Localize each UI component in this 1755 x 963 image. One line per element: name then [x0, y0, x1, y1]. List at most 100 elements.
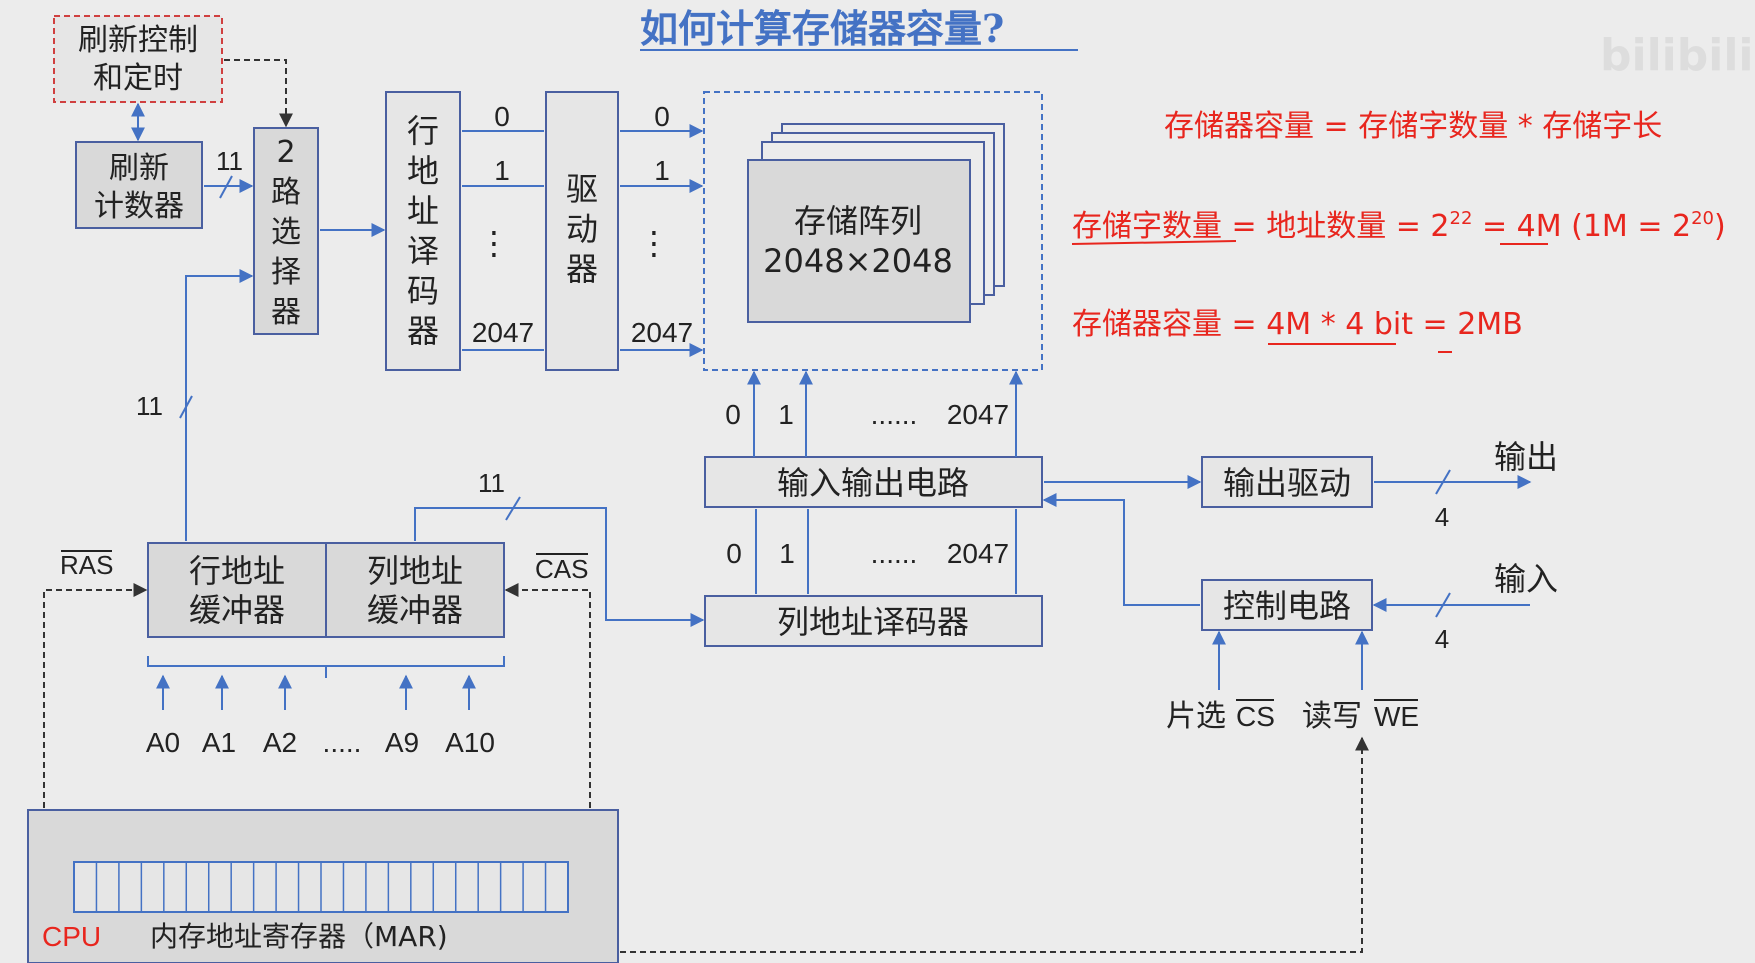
io-top-1: 1	[778, 399, 794, 430]
svg-text:地: 地	[407, 152, 439, 190]
svg-text:动: 动	[566, 210, 598, 248]
row-decoder-box	[385, 91, 461, 371]
row-decoder-label: 行 地 址 译 码 器	[407, 112, 439, 350]
input-width: 4	[1435, 624, 1449, 654]
col-decoder-to-io	[755, 509, 1017, 594]
row-buffer-box	[147, 542, 327, 638]
in-slash	[1435, 592, 1451, 618]
svg-text:路: 路	[271, 175, 301, 210]
pin-a9: A9	[385, 727, 419, 758]
io-bottom-2047: 2047	[947, 538, 1009, 569]
mux-label: 2 路 选 择 器	[271, 135, 301, 330]
control-circuit-label: 控制电路	[1223, 587, 1351, 625]
ras-signal	[43, 583, 148, 808]
col-buffer-to-decoder	[414, 507, 705, 627]
page-title: 如何计算存储器容量?	[640, 6, 1004, 51]
bus-width-row: 11	[136, 391, 163, 421]
io-circuit-box	[704, 456, 1043, 508]
io-circuit-label: 输入输出电路	[777, 464, 969, 502]
control-circuit-box	[1201, 579, 1373, 631]
address-bracket	[147, 656, 505, 678]
input-label: 输入	[1494, 560, 1558, 598]
svg-text:器: 器	[271, 295, 301, 330]
io-top-dots: ......	[871, 399, 918, 430]
io-top-2047: 2047	[947, 399, 1009, 430]
col-decoder-box	[704, 595, 1043, 647]
cas-signal	[504, 583, 591, 808]
io-bottom-1: 1	[779, 538, 795, 569]
refresh-control-line2: 和定时	[93, 61, 183, 96]
col-decoder-label: 列地址译码器	[777, 603, 969, 641]
out-slash	[1435, 469, 1451, 495]
output-driver-label: 输出驱动	[1223, 464, 1351, 502]
cpu-label: CPU	[42, 921, 101, 952]
svg-text:行: 行	[407, 112, 439, 150]
pin-a0: A0	[146, 727, 180, 758]
driver-out-2047: 2047	[631, 317, 693, 348]
col-buffer-box	[325, 542, 505, 638]
address-pin-arrows	[156, 674, 476, 710]
pin-a1: A1	[202, 727, 236, 758]
formula-word-count: 存储字数量 = 地址数量 = 222 = 4M (1M = 220)	[1072, 208, 1726, 244]
output-width: 4	[1435, 502, 1449, 532]
refresh-counter-line1: 刷新	[109, 151, 169, 186]
mar-register-cells	[73, 861, 569, 913]
svg-text:选: 选	[271, 215, 301, 250]
pin-dots: .....	[323, 727, 362, 758]
decoder-out-1: 1	[494, 155, 510, 186]
output-label: 输出	[1494, 438, 1558, 476]
refresh-control-line1: 刷新控制	[78, 23, 198, 58]
io-bottom-dots: ......	[871, 538, 918, 569]
decoder-out-0: 0	[494, 101, 510, 132]
pin-a2: A2	[263, 727, 297, 758]
chip-select-label: 片选	[1166, 699, 1226, 734]
formula-total: 存储器容量 = 4M * 4 bit = 2MB	[1072, 307, 1523, 342]
driver-label: 驱 动 器	[566, 170, 598, 288]
svg-text:驱: 驱	[566, 170, 598, 208]
driver-box	[545, 91, 619, 371]
driver-out-dots: ⋮	[638, 225, 670, 261]
we-label: WE	[1374, 701, 1419, 732]
array-label-line1: 存储阵列	[794, 202, 922, 240]
driver-out-1: 1	[654, 155, 670, 186]
row-buffer-to-mux	[185, 269, 254, 541]
io-to-array-lines	[747, 370, 1023, 457]
we-signal	[620, 736, 1369, 953]
output-driver-box	[1201, 456, 1373, 508]
decoder-out-2047: 2047	[472, 317, 534, 348]
decoder-outputs	[462, 130, 544, 351]
col-buffer-line2: 缓冲器	[367, 591, 463, 629]
array-stack	[747, 123, 1005, 323]
bus-slash-c	[505, 496, 521, 521]
mar-label: 内存地址寄存器（MAR)	[150, 920, 448, 953]
io-bottom-0: 0	[726, 538, 742, 569]
svg-text:择: 择	[271, 255, 301, 290]
cs-label: CS	[1236, 701, 1275, 732]
refresh-counter-box	[75, 141, 203, 229]
svg-text:译: 译	[407, 232, 439, 270]
col-buffer-line1: 列地址	[367, 552, 463, 590]
bus-width-col: 11	[478, 468, 505, 498]
row-buffer-line2: 缓冲器	[189, 591, 285, 629]
refresh-ctrl-to-mux	[224, 59, 293, 128]
formula-capacity: 存储器容量 = 存储字数量 * 存储字长	[1164, 109, 1662, 144]
driver-outputs	[620, 124, 704, 357]
bus-width-counter: 11	[216, 146, 243, 176]
read-write-label: 读写	[1302, 699, 1362, 734]
array-label-line2: 2048×2048	[763, 242, 953, 280]
bus-slash-a	[219, 175, 233, 199]
pin-a10: A10	[445, 727, 495, 758]
mux-box	[253, 127, 319, 335]
svg-text:码: 码	[407, 272, 439, 310]
driver-out-0: 0	[654, 101, 670, 132]
cas-label: CAS	[535, 554, 588, 584]
bus-slash-b	[179, 395, 193, 419]
svg-text:器: 器	[566, 250, 598, 288]
svg-text:址: 址	[407, 192, 439, 230]
row-buffer-line1: 行地址	[189, 552, 285, 590]
decoder-out-dots: ⋮	[478, 225, 510, 261]
refresh-control-box	[53, 15, 223, 103]
watermark-logo: bilibili	[1600, 30, 1753, 81]
io-top-0: 0	[725, 399, 741, 430]
